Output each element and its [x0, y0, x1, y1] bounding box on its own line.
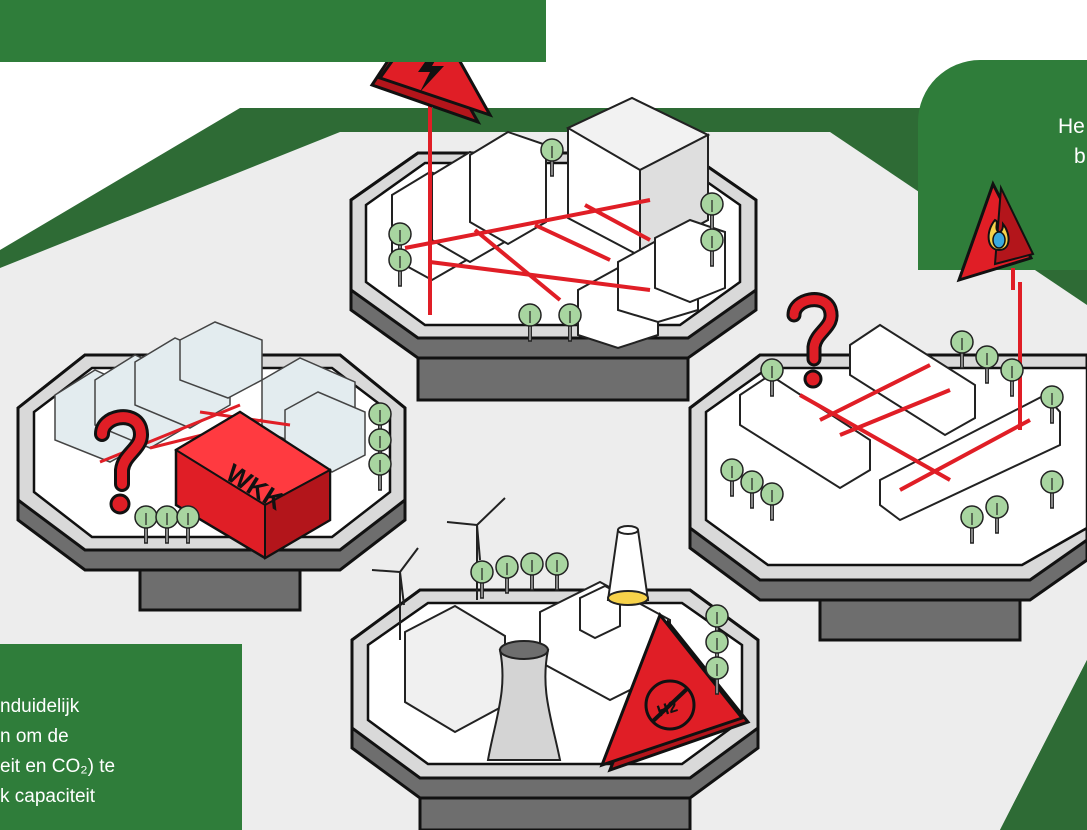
tile-city [349, 95, 758, 402]
callout-left-line-1: nduidelijk [0, 696, 80, 717]
h2-label: H2 [655, 698, 680, 721]
callout-right-line-2: b [1074, 145, 1086, 168]
wkk-unit: WKK [174, 410, 332, 560]
tile-industry: H2 [350, 497, 760, 830]
chimney-icon [606, 525, 650, 606]
tile-neighbourhood [688, 282, 1087, 642]
callout-left-line-3: eit en CO₂) te [0, 756, 116, 777]
left-callout-box: nduidelijk n om de eit en CO₂) te k capa… [0, 644, 242, 830]
tile-greenhouses: WKK [16, 321, 407, 612]
neighbourhood-grid [799, 282, 1031, 492]
power-grid-lines [404, 95, 651, 315]
top-callout-box [0, 0, 546, 62]
gas-flame-warning-icon [956, 180, 1035, 290]
callout-left-line-2: n om de [0, 726, 69, 747]
callout-left-line-4: k capaciteit [0, 786, 96, 807]
no-hydrogen-warning-icon: H2 [599, 612, 751, 773]
cooling-tower-icon [486, 640, 562, 761]
callout-right-line-1: He [1058, 115, 1085, 138]
question-mark-icon [786, 292, 839, 389]
question-mark-icon [94, 409, 149, 515]
